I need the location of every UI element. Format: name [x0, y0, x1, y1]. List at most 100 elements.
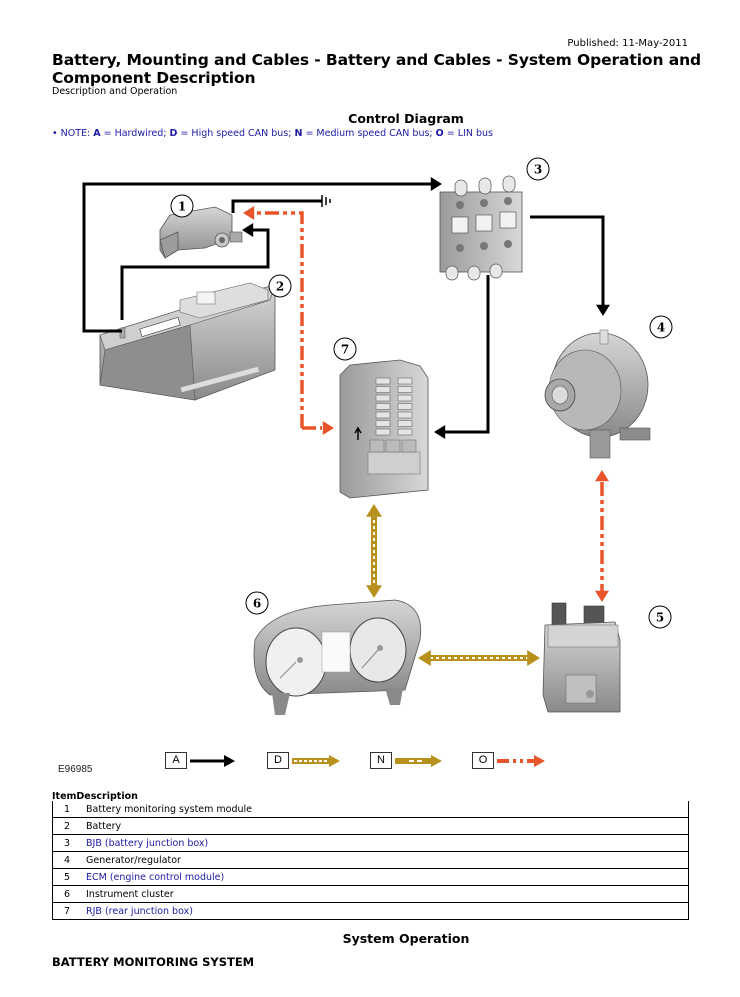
fuse: [375, 420, 391, 427]
fuse: [375, 394, 391, 402]
wire-battery-to-bjb: [82, 182, 432, 333]
rear-junction-box: [339, 359, 429, 499]
fuse: [397, 411, 413, 419]
callout-3: 3: [526, 157, 550, 181]
lin-rjb-to-bms: [255, 211, 304, 428]
item-number: 6: [52, 885, 81, 903]
ground-icon: [321, 195, 331, 207]
callout-number: 6: [253, 597, 261, 611]
wire-bjb-to-rjb: [444, 275, 490, 434]
fuse: [375, 428, 391, 436]
control-diagram-heading: Control Diagram: [348, 111, 464, 126]
callout-circle: [245, 591, 269, 615]
callout-1: 1: [170, 194, 194, 218]
legend-key-d: D: [267, 752, 289, 769]
wire-bjb-to-generator: [530, 215, 605, 306]
battery-monitoring-heading: BATTERY MONITORING SYSTEM: [52, 955, 255, 969]
item-description-link[interactable]: BJB (battery junction box): [81, 834, 689, 852]
wire-battery-to-bms: [120, 228, 270, 320]
wire-layer: [82, 177, 610, 666]
note-prefix: • NOTE:: [52, 128, 94, 139]
arrowhead: [434, 425, 446, 439]
callout-circle: [648, 605, 672, 629]
system-operation-heading: System Operation: [342, 931, 470, 946]
legend-arrow-d: [292, 755, 340, 767]
fuse: [397, 394, 413, 402]
callout-number: 5: [656, 611, 664, 625]
fuse: [375, 403, 391, 410]
fuse: [397, 377, 413, 385]
item-number: 4: [52, 851, 81, 869]
note-key-o: O: [435, 128, 444, 139]
note-text-o: = LIN bus: [443, 128, 493, 139]
legend-arrow-n: [395, 755, 442, 767]
fuse: [375, 386, 391, 393]
item-number: 5: [52, 868, 81, 886]
callout-circle: [333, 337, 357, 361]
item-number: 7: [52, 902, 81, 920]
image-code: E96985: [58, 764, 93, 775]
fuse: [397, 420, 413, 427]
callout-number: 1: [178, 200, 186, 214]
fuse: [397, 386, 413, 393]
note-key-d: D: [169, 128, 178, 139]
callout-circle: [649, 315, 673, 339]
arrowhead: [596, 304, 610, 316]
legend-arrow-o: [497, 755, 545, 767]
item-number: 2: [52, 817, 81, 835]
items-table-header: ItemDescription: [52, 791, 138, 802]
diagram-note: • NOTE: A = Hardwired; D = High speed CA…: [52, 128, 493, 139]
callout-6: 6: [245, 591, 269, 615]
engine-control-module: [542, 602, 621, 713]
item-description: Generator/regulator: [81, 851, 689, 869]
note-key-n: N: [294, 128, 303, 139]
arrowhead: [595, 470, 609, 482]
page-title: Battery, Mounting and Cables - Battery a…: [52, 51, 702, 87]
arrowhead: [430, 177, 442, 191]
item-description: Instrument cluster: [81, 885, 689, 903]
callout-layer: 1 2 3 4 5 6 7: [170, 157, 673, 629]
legend-key-a: A: [165, 752, 187, 769]
page-subtitle: Description and Operation: [52, 86, 178, 97]
callout-number: 2: [276, 280, 284, 294]
callout-5: 5: [648, 605, 672, 629]
published-date: Published: 11-May-2011: [567, 38, 688, 49]
arrowhead: [595, 590, 609, 602]
legend-key-o: O: [472, 752, 494, 769]
arrowhead: [418, 650, 431, 666]
item-description-link[interactable]: RJB (rear junction box): [81, 902, 689, 920]
note-key-a: A: [93, 128, 101, 139]
arrowhead: [243, 206, 255, 220]
fuse: [397, 428, 413, 436]
arrowhead: [322, 421, 334, 435]
arrowhead: [242, 223, 254, 237]
legend-arrow-a: [190, 755, 235, 767]
battery-junction-box: [439, 175, 523, 281]
arrowhead: [366, 504, 382, 517]
callout-number: 4: [657, 321, 665, 335]
callout-2: 2: [268, 274, 292, 298]
note-text-d: = High speed CAN bus;: [177, 128, 295, 139]
wire-bms-ground: [231, 199, 322, 213]
callout-circle: [170, 194, 194, 218]
legend-key-n: N: [370, 752, 392, 769]
fuse: [397, 403, 413, 410]
item-description: Battery monitoring system module: [81, 801, 689, 818]
legend-arrows: [190, 755, 545, 767]
item-description-link[interactable]: ECM (engine control module): [81, 868, 689, 886]
fuse: [375, 377, 391, 385]
battery: [99, 282, 276, 401]
arrowhead: [527, 650, 540, 666]
callout-7: 7: [333, 337, 357, 361]
arrowhead: [366, 585, 382, 598]
item-number: 3: [52, 834, 81, 852]
battery-monitoring-module: [159, 206, 243, 259]
item-description: Battery: [81, 817, 689, 835]
item-number: 1: [52, 801, 81, 818]
